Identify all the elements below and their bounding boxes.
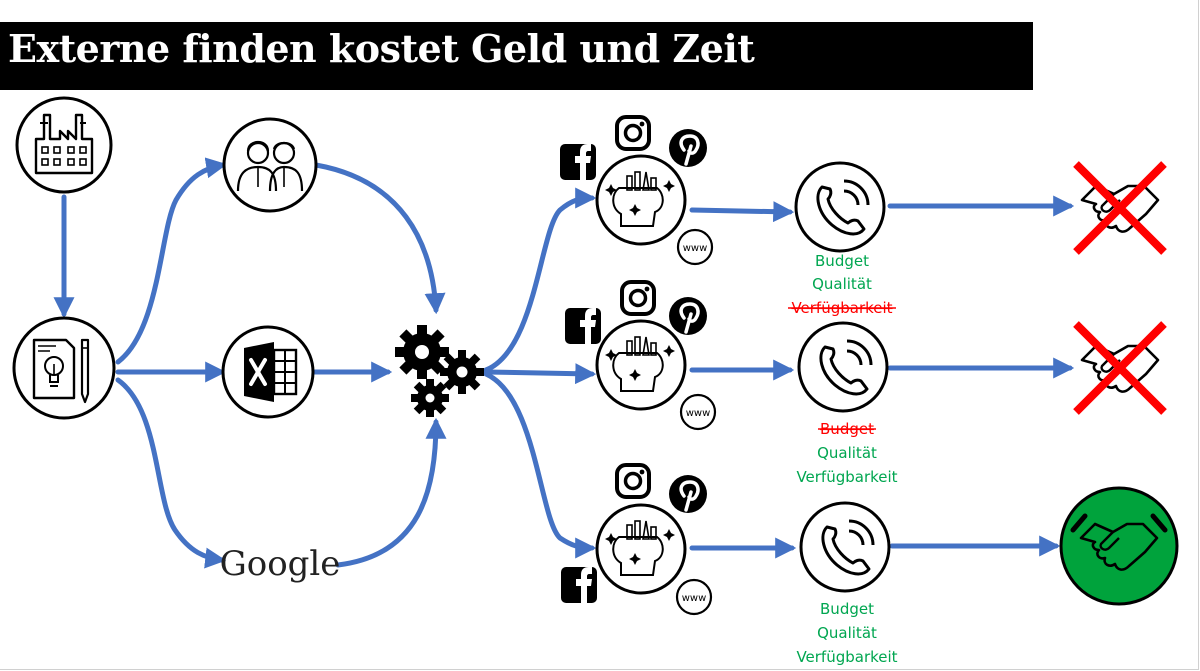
www-label: www	[686, 408, 711, 419]
row3-criterion-budget: Budget	[820, 600, 874, 618]
arrow-gears-to-row3	[483, 371, 597, 559]
gears-icon	[395, 325, 484, 417]
instagram-icon	[615, 115, 651, 151]
www-icon: www	[679, 393, 717, 431]
creative-head-icon	[595, 319, 687, 411]
www-label: www	[683, 243, 708, 254]
row1-criterion-quality: Qualität	[812, 275, 872, 293]
arrow-google-to-gears	[335, 417, 447, 568]
row-3: www Budget Qualität Verfügbarkeit	[561, 463, 1179, 666]
phone-icon	[797, 321, 889, 413]
www-icon: www	[676, 228, 714, 266]
row2-criterion-availability: Verfügbarkeit	[796, 468, 897, 486]
handshake-success-icon	[1059, 486, 1179, 606]
factory-icon	[15, 96, 113, 194]
creative-head-icon	[595, 154, 687, 246]
creative-head-icon	[595, 503, 687, 595]
slide-title: Externe finden kostet Geld und Zeit	[8, 26, 755, 71]
row2-criterion-quality: Qualität	[817, 444, 877, 462]
google-logo: Google	[220, 544, 341, 584]
arrow-people-to-gears	[313, 162, 446, 315]
phone-icon	[794, 161, 886, 253]
arrow-idea-to-google	[115, 377, 227, 569]
row3-criterion-availability: Verfügbarkeit	[796, 648, 897, 666]
arrow-row1-creative-to-phone	[689, 201, 795, 223]
arrow-gears-to-row2	[483, 363, 597, 385]
handshake-failed-icon	[1073, 321, 1167, 415]
pinterest-icon	[667, 295, 709, 337]
instagram-icon	[620, 280, 656, 316]
title-bar: Externe finden kostet Geld und Zeit	[0, 22, 1033, 90]
www-label: www	[682, 593, 707, 604]
connector-arrows	[53, 157, 1075, 569]
facebook-icon	[565, 306, 601, 344]
row-2: www Budget Qualität Verfügbarkeit	[565, 280, 1167, 486]
facebook-icon	[561, 565, 597, 603]
idea-document-icon	[12, 316, 116, 420]
arrow-idea-to-people	[115, 157, 228, 365]
pinterest-icon	[667, 127, 709, 169]
arrow-gears-to-row1	[483, 187, 597, 373]
www-icon: www	[675, 578, 713, 616]
instagram-icon	[615, 463, 651, 499]
row3-criterion-quality: Qualität	[817, 624, 877, 642]
row1-criterion-budget: Budget	[815, 252, 869, 270]
people-icon	[222, 117, 318, 213]
phone-icon	[799, 501, 891, 593]
excel-icon	[221, 325, 315, 419]
facebook-icon	[560, 142, 596, 180]
pinterest-icon	[667, 473, 709, 515]
row-1: www Budget Qualität Verfügbarkeit	[560, 115, 1167, 317]
handshake-failed-icon	[1073, 161, 1167, 255]
